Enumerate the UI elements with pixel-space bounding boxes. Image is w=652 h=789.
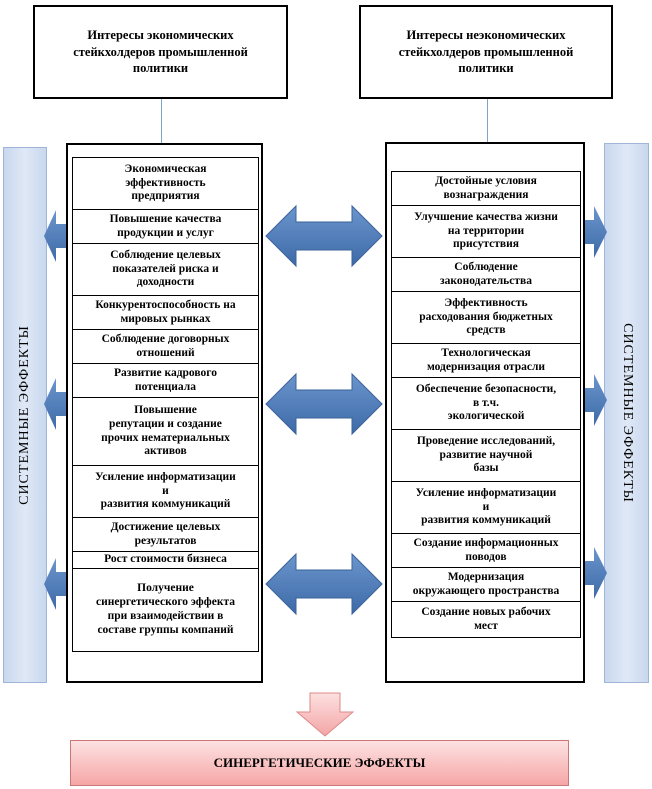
right-list-item: Соблюдение законодательства [392, 258, 580, 292]
right-list-item: Достойные условия вознаграждения [392, 172, 580, 206]
side-label-left: СИСТЕМНЫЕ ЭФФЕКТЫ [17, 325, 33, 505]
side-bar-left: СИСТЕМНЫЕ ЭФФЕКТЫ [3, 147, 47, 683]
arrow-left-1 [44, 210, 66, 262]
left-list-item: Конкурентоспособность на мировых рынках [73, 296, 258, 330]
left-list-item: Получение синергетического эффекта при в… [95, 582, 235, 636]
right-list-item: Создание новых рабочих мест [421, 605, 551, 632]
connector-left [161, 99, 162, 143]
double-arrow-2 [265, 372, 383, 436]
down-arrow [295, 692, 355, 737]
left-list-item: Соблюдение договорных отношений [73, 330, 258, 364]
left-list-item: Повышение качества продукции и услуг [73, 210, 258, 244]
header-left-box: Интересы экономических стейкхолдеров про… [33, 5, 288, 99]
right-list-item: Обеспечение безопасности, в т.ч. экологи… [392, 378, 580, 430]
right-list-item: Улучшение качества жизни на территории п… [392, 206, 580, 258]
side-label-right: СИСТЕМНЫЕ ЭФФЕКТЫ [619, 323, 635, 503]
arrow-left-2 [44, 378, 66, 430]
left-list-item: Рост стоимости бизнеса [73, 552, 258, 569]
left-list-item: Усиление информатизации и развития комму… [73, 466, 258, 518]
left-list-item: Достижение целевых результатов [73, 518, 258, 552]
right-list-item: Усиление информатизации и развития комму… [392, 482, 580, 534]
header-right-text: Интересы неэкономических стейкхолдеров п… [398, 27, 574, 76]
right-list-item: Технологическая модернизация отрасли [392, 344, 580, 378]
left-list-item: Развитие кадрового потенциала [73, 364, 258, 398]
left-list-item: Экономическая эффективность предприятия [73, 158, 258, 210]
synergy-effects-box: СИНЕРГЕТИЧЕСКИЕ ЭФФЕКТЫ [70, 740, 569, 786]
right-list-item: Эффективность расходования бюджетных сре… [392, 292, 580, 344]
header-left-text: Интересы экономических стейкхолдеров про… [73, 27, 248, 76]
double-arrow-3 [265, 552, 383, 616]
header-right-box: Интересы неэкономических стейкхолдеров п… [359, 5, 613, 99]
double-arrow-1 [265, 204, 383, 268]
left-list-item: Повышение репутации и создание прочих не… [73, 398, 258, 466]
side-bar-right: СИСТЕМНЫЕ ЭФФЕКТЫ [604, 143, 649, 683]
synergy-effects-label: СИНЕРГЕТИЧЕСКИЕ ЭФФЕКТЫ [213, 755, 426, 770]
right-list-item: Проведение исследований, развитие научно… [392, 430, 580, 482]
left-list-item: Соблюдение целевых показателей риска и д… [73, 244, 258, 296]
arrow-left-3 [44, 558, 66, 610]
right-list-item: Модернизация окружающего пространства [392, 568, 580, 602]
right-list-item: Создание информационных поводов [392, 534, 580, 568]
connector-right [487, 99, 488, 142]
